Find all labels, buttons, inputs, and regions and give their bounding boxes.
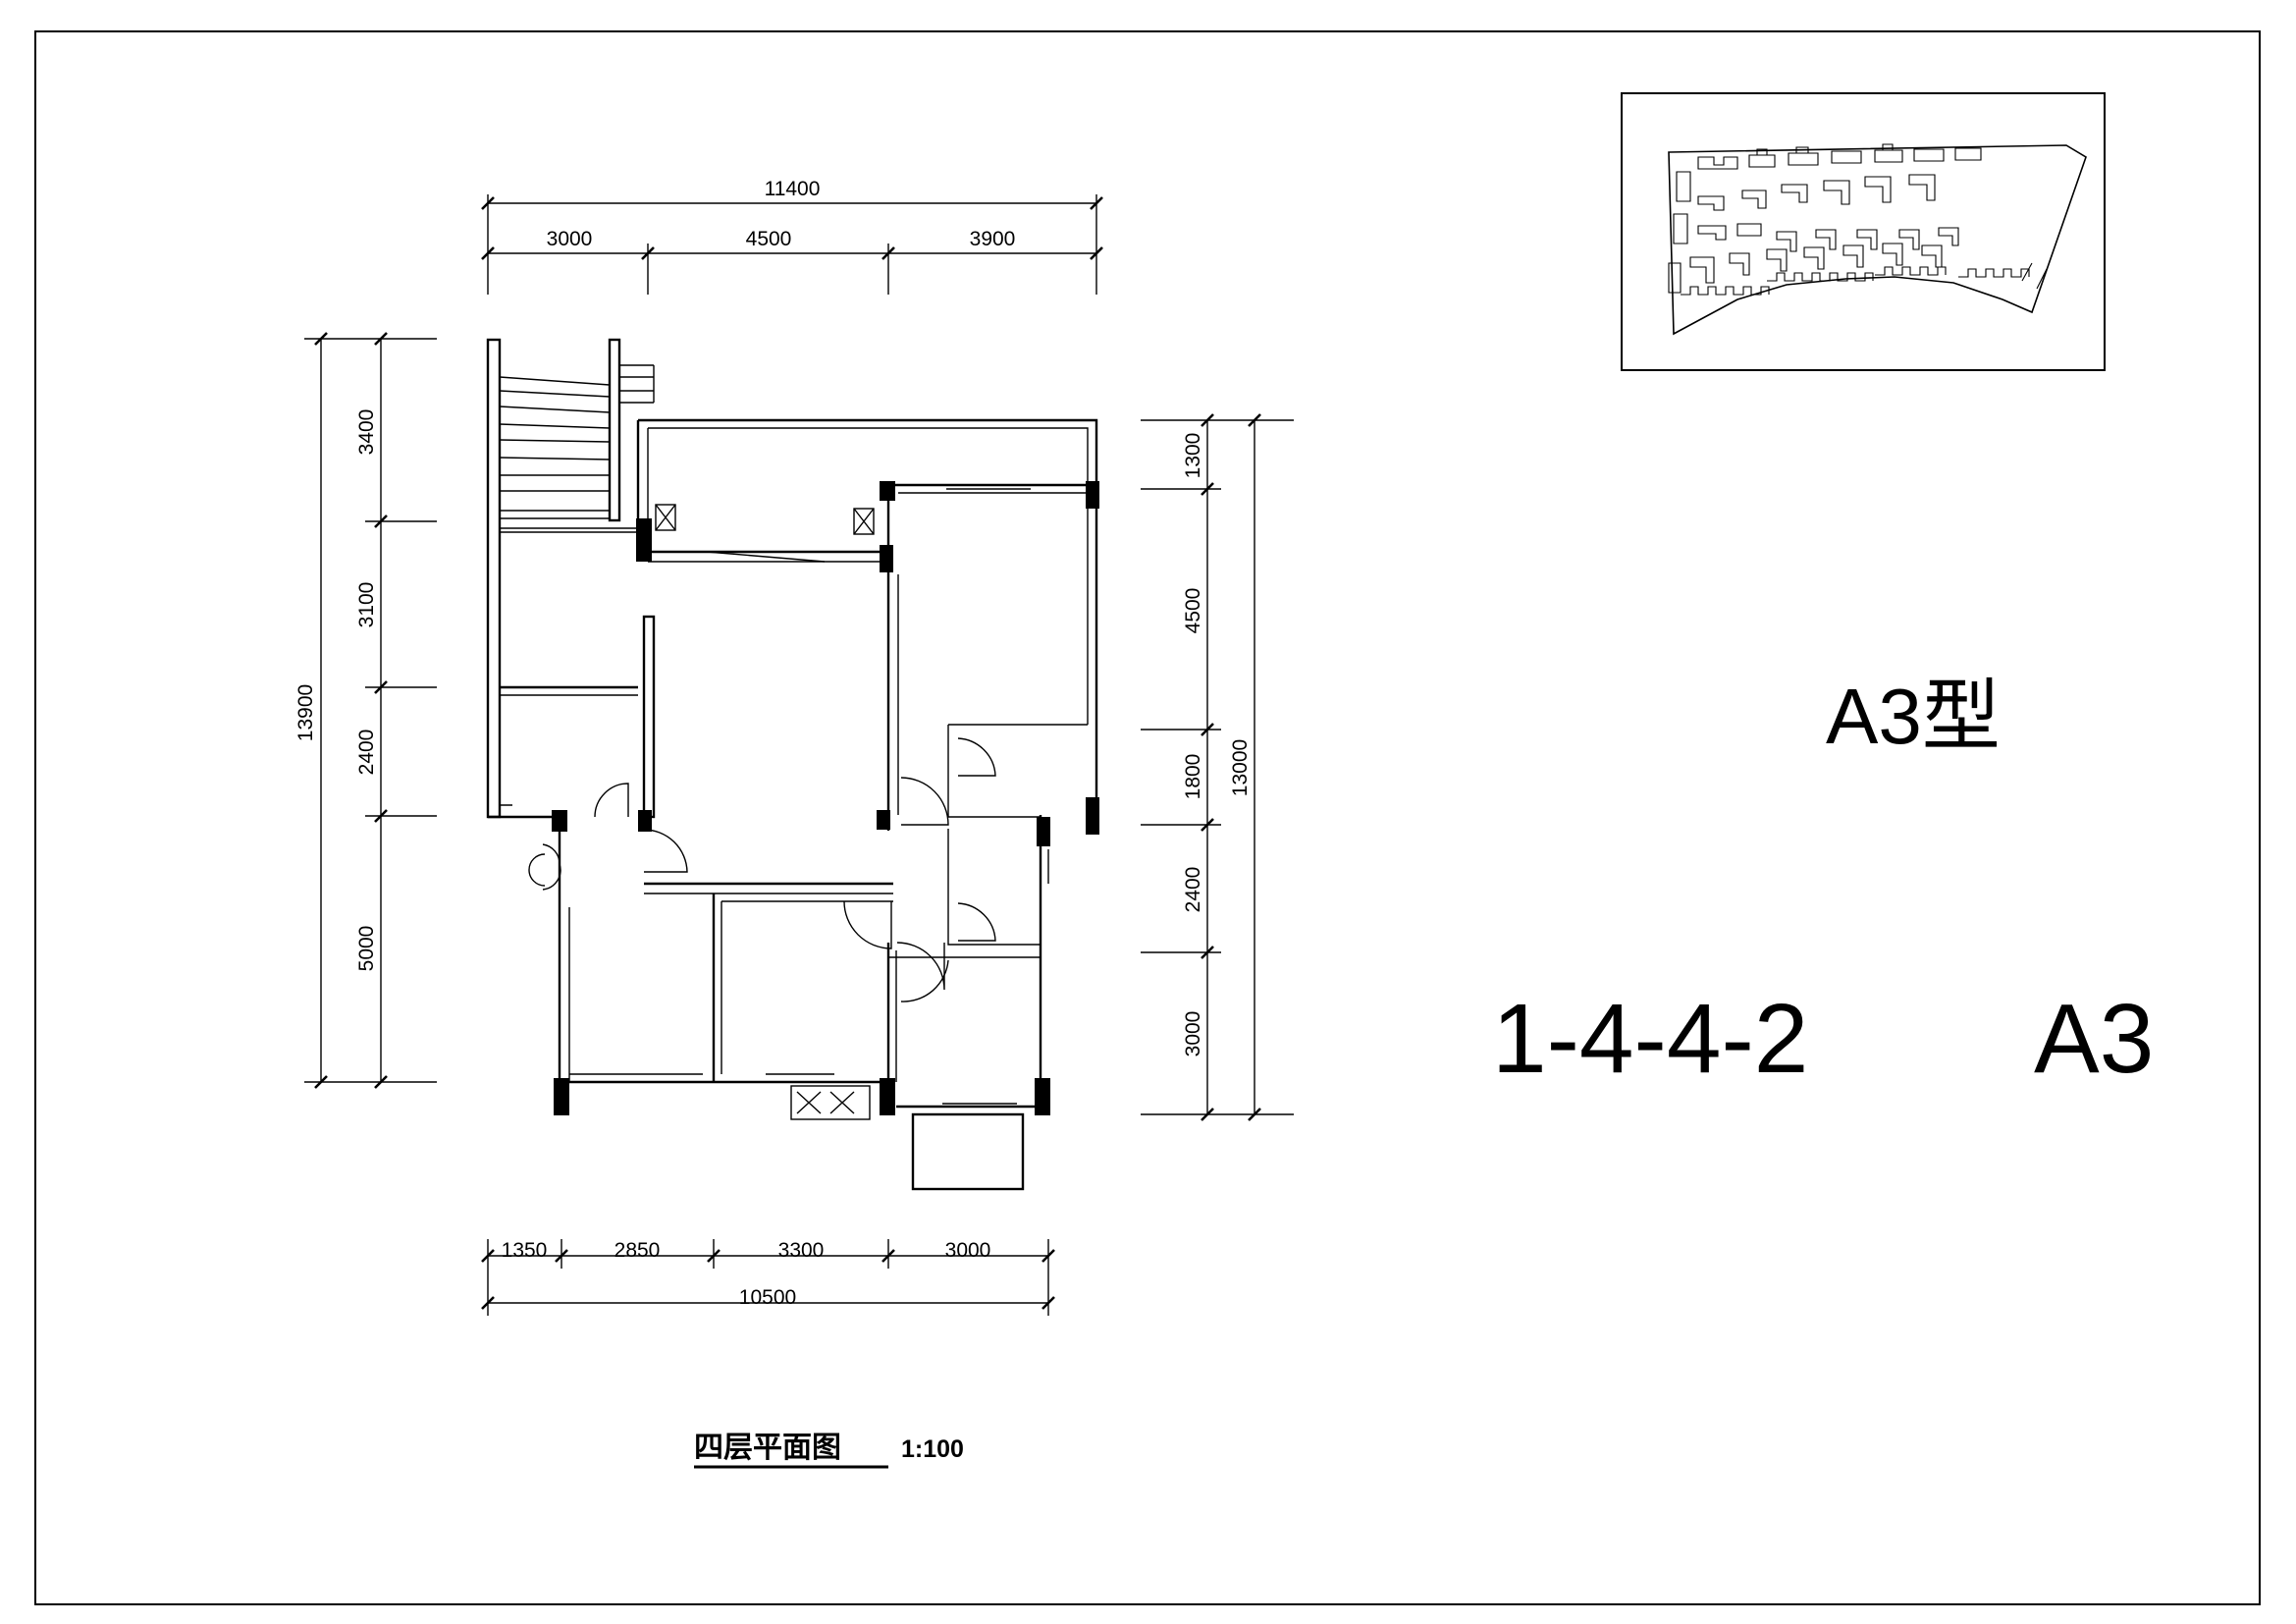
dim-left-segment-2: 3100: [355, 582, 378, 628]
dim-bottom-segment-2: 2850: [614, 1239, 661, 1262]
floor-plan-icon: [486, 338, 1099, 1191]
dim-top-total: 11400: [765, 178, 821, 200]
dim-bottom-segment-3: 3300: [778, 1239, 825, 1262]
dimension-ticks: [314, 196, 1261, 1310]
site-plan-thumbnail-icon: [1621, 92, 2106, 371]
dim-bottom-segment-1: 1350: [502, 1239, 548, 1262]
dim-left-segment-3: 2400: [355, 730, 378, 776]
plan-caption: 四层平面图: [694, 1432, 841, 1464]
dim-top-segment-3: 3900: [970, 228, 1016, 250]
type-label: A3型: [1826, 673, 2001, 760]
dim-right-total: 13000: [1229, 739, 1252, 796]
dim-left-segment-4: 5000: [355, 926, 378, 972]
dim-right-segment-5: 3000: [1182, 1011, 1204, 1057]
dim-right-segment-2: 4500: [1182, 588, 1204, 634]
plan-scale: 1:100: [901, 1435, 964, 1463]
dimension-lines: [304, 194, 1294, 1316]
sheet-border: [34, 30, 2261, 1605]
dim-right-segment-1: 1300: [1182, 433, 1204, 479]
unit-code: 1-4-4-2: [1492, 984, 1808, 1094]
dim-bottom-segment-4: 3000: [945, 1239, 991, 1262]
dim-right-segment-4: 2400: [1182, 867, 1204, 913]
unit-type: A3: [2034, 984, 2154, 1094]
dim-left-total: 13900: [294, 684, 317, 741]
dim-left-segment-1: 3400: [355, 409, 378, 456]
dim-top-segment-2: 4500: [746, 228, 792, 250]
dim-right-segment-3: 1800: [1182, 754, 1204, 800]
dim-top-segment-1: 3000: [547, 228, 593, 250]
dim-bottom-total: 10500: [739, 1286, 796, 1309]
